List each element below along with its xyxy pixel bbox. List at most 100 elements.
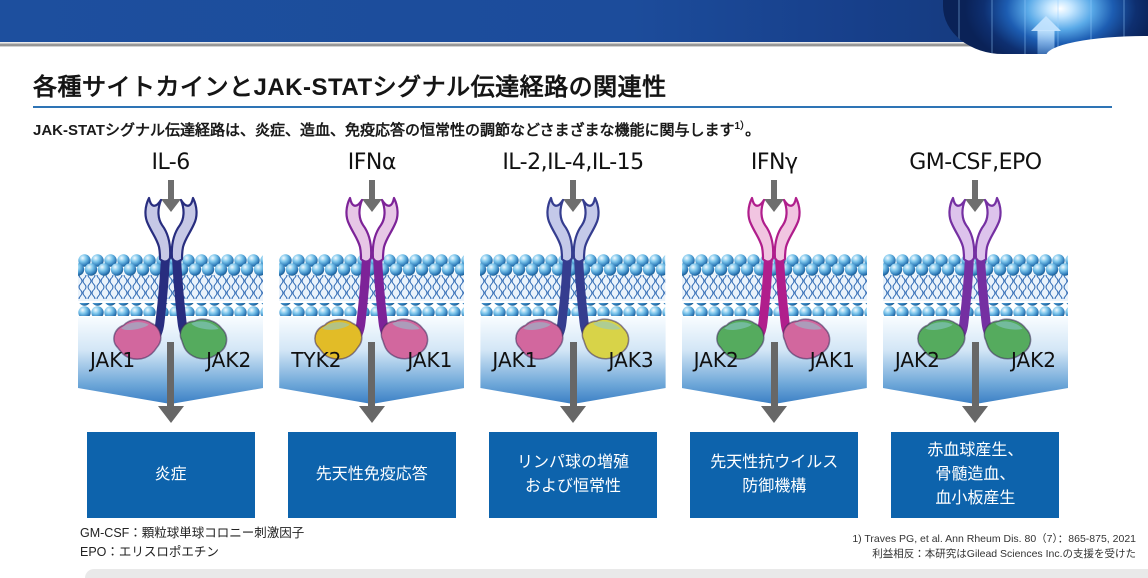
arrow-head xyxy=(361,199,382,212)
footer-row: GM-CSF：顆粒球単球コロニー刺激因子 EPO：エリスロポエチン 1) Tra… xyxy=(0,518,1148,562)
note-epo: EPO：エリスロポエチン xyxy=(80,544,219,559)
page-title: 各種サイトカインとJAK-STATシグナル伝達経路の関連性 xyxy=(33,74,667,101)
arrow-stem xyxy=(167,342,175,406)
jak-protein-icon xyxy=(380,318,429,360)
signal-arrow-icon xyxy=(962,342,989,423)
references: 1) Traves PG, et al. Ann Rheum Dis. 80（7… xyxy=(852,532,1138,561)
down-arrow-icon xyxy=(361,180,382,212)
subtitle-period: 。 xyxy=(745,122,761,139)
outcome-box: リンパ球の増殖 および恒常性 xyxy=(489,432,657,518)
signal-arrow-icon xyxy=(761,342,788,423)
jak-labels: JAK2 JAK2 xyxy=(883,348,1068,372)
signal-arrow-icon xyxy=(560,342,586,423)
jak-protein-icon xyxy=(782,318,831,360)
arrow-stem xyxy=(972,180,979,199)
cell-membrane-panel: JAK2 JAK1 xyxy=(681,196,867,423)
lipid-bilayer-icon xyxy=(78,254,264,316)
jak-labels: JAK1 JAK3 xyxy=(480,348,665,372)
cytokine-label: IL-6 xyxy=(151,150,190,175)
jak-protein-icon xyxy=(581,318,630,360)
jak-label-right: JAK2 xyxy=(206,348,252,372)
arrow-head xyxy=(761,406,788,423)
jak-label-right: JAK2 xyxy=(1010,348,1057,372)
note-gmcsf: GM-CSF：顆粒球単球コロニー刺激因子 xyxy=(80,526,305,540)
cell-membrane-panel: JAK2 JAK2 xyxy=(882,196,1069,423)
title-underline xyxy=(33,106,1112,108)
outcome-box: 先天性抗ウイルス 防御機構 xyxy=(690,432,859,518)
arrow-head xyxy=(560,406,586,423)
arrow-head xyxy=(563,199,583,212)
lipid-bilayer-icon xyxy=(480,254,666,316)
signal-arrow-icon xyxy=(157,342,184,423)
subtitle-text: JAK-STATシグナル伝達経路は、炎症、造血、免疫応答の恒常性の調節などさまざ… xyxy=(33,122,735,139)
pathway-column: IFNγ xyxy=(681,148,867,518)
lipid-bilayer-icon xyxy=(279,254,465,316)
up-arrow-icon xyxy=(1030,16,1061,31)
cell-membrane-panel: TYK2 JAK1 xyxy=(279,196,465,423)
pathway-column: IL-6 xyxy=(78,148,264,518)
outcome-box: 炎症 xyxy=(86,432,255,518)
cytokine-label: IL-2,IL-4,IL-15 xyxy=(502,150,644,175)
arrow-stem xyxy=(368,180,375,199)
arrow-stem xyxy=(570,180,576,199)
pathway-column: IL-2,IL-4,IL-15 xyxy=(480,148,666,518)
jak-label-left: TYK2 xyxy=(291,348,342,372)
abbreviation-notes: GM-CSF：顆粒球単球コロニー刺激因子 EPO：エリスロポエチン xyxy=(80,524,304,562)
jak-label-left: JAK1 xyxy=(492,348,538,372)
jak-protein-icon xyxy=(515,318,564,360)
jak-labels: JAK1 JAK2 xyxy=(78,348,263,372)
silver-divider xyxy=(0,42,1148,47)
down-arrow-icon xyxy=(764,180,785,212)
outcome-box: 先天性免疫応答 xyxy=(287,432,456,518)
down-arrow-icon xyxy=(160,180,181,212)
bottom-strip xyxy=(85,569,1148,578)
reference-citation: 1) Traves PG, et al. Ann Rheum Dis. 80（7… xyxy=(852,533,1136,546)
jak-labels: JAK2 JAK1 xyxy=(682,348,867,372)
jak-label-left: JAK2 xyxy=(693,348,739,372)
arrow-stem xyxy=(569,342,577,406)
jak-label-left: JAK1 xyxy=(90,348,136,372)
down-arrow-icon xyxy=(965,180,986,212)
cytokine-label: IFNγ xyxy=(750,150,798,175)
jak-protein-icon xyxy=(112,318,162,360)
jak-label-right: JAK1 xyxy=(809,348,855,372)
arrow-head xyxy=(157,406,184,423)
jak-label-right: JAK3 xyxy=(608,348,654,372)
subtitle-reference-mark: 1） xyxy=(734,121,746,132)
lipid-bilayer-icon xyxy=(882,254,1069,316)
arrow-head xyxy=(160,199,181,212)
cell-membrane-panel: JAK1 JAK3 xyxy=(480,196,666,423)
cell-membrane-panel: JAK1 JAK2 xyxy=(78,196,264,423)
arrow-head xyxy=(358,406,385,423)
arrow-head xyxy=(962,406,989,423)
jak-label-left: JAK2 xyxy=(894,348,940,372)
down-arrow-icon xyxy=(563,180,583,212)
arrow-head xyxy=(965,199,986,212)
arrow-stem xyxy=(971,342,979,406)
subtitle: JAK-STATシグナル伝達経路は、炎症、造血、免疫応答の恒常性の調節などさまざ… xyxy=(33,117,1112,140)
lipid-bilayer-icon xyxy=(681,254,867,316)
cytokine-label: GM-CSF,EPO xyxy=(909,150,1042,175)
jak-labels: TYK2 JAK1 xyxy=(279,348,464,372)
arrow-stem xyxy=(770,342,778,406)
up-arrow-beam xyxy=(1037,30,1054,54)
arrow-stem xyxy=(167,180,174,199)
arrow-stem xyxy=(368,342,376,406)
jak-protein-icon xyxy=(313,318,363,360)
pathway-column: IFNα xyxy=(279,148,465,518)
jak-label-right: JAK1 xyxy=(407,348,453,372)
jak-protein-icon xyxy=(716,318,765,360)
signal-arrow-icon xyxy=(358,342,385,423)
arrow-stem xyxy=(771,180,778,199)
jak-protein-icon xyxy=(179,318,227,360)
outcome-box: 赤血球産生、 骨髄造血、 血小板産生 xyxy=(891,432,1060,518)
jak-protein-icon xyxy=(984,318,1032,360)
header-banner xyxy=(0,0,1148,56)
reference-coi: 利益相反：本研究はGilead Sciences Inc.の支援を受けた xyxy=(872,547,1136,560)
jak-protein-icon xyxy=(917,318,966,360)
slide-body: 各種サイトカインとJAK-STATシグナル伝達経路の関連性 JAK-STATシグ… xyxy=(0,47,1148,562)
pathway-column: GM-CSF,EPO xyxy=(882,148,1069,518)
arrow-head xyxy=(764,199,785,212)
cytokine-label: IFNα xyxy=(347,150,397,175)
